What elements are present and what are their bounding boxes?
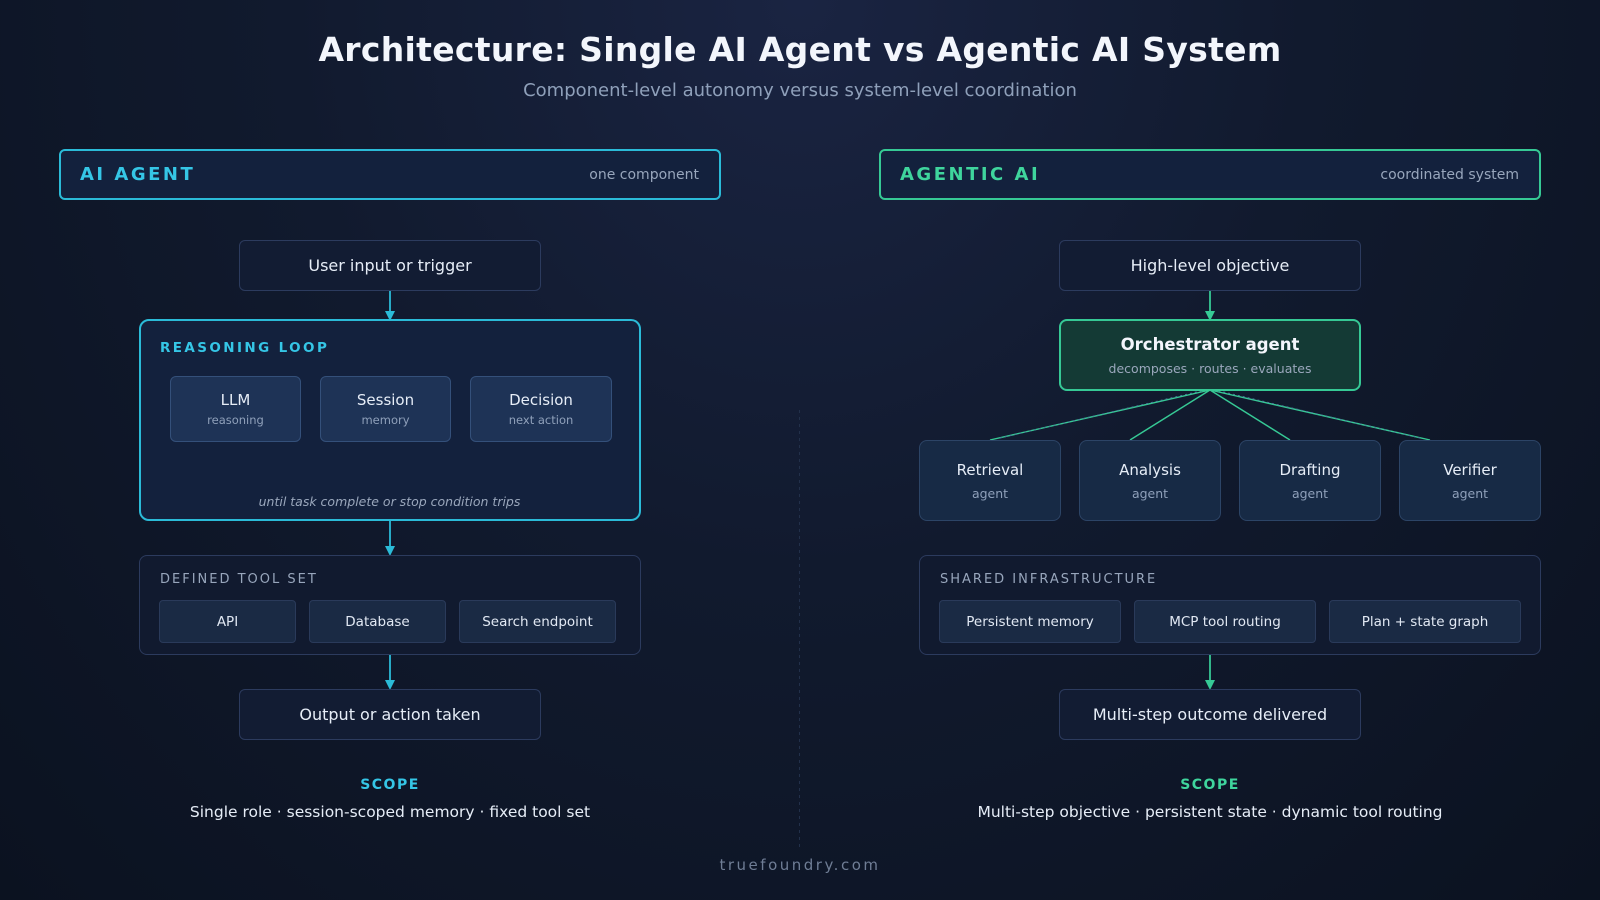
ai-agent-header-tag: one component: [589, 166, 699, 183]
agent-analysis: Analysis agent: [1079, 440, 1221, 521]
agent-drafting: Drafting agent: [1239, 440, 1381, 521]
agent-role: agent: [971, 485, 1009, 501]
tool-chip-database: Database: [309, 600, 446, 643]
page-title: Architecture: Single AI Agent vs Agentic…: [318, 30, 1282, 69]
reasoning-loop: REASONING LOOP LLM reasoning Session mem…: [139, 319, 641, 521]
multi-step-outcome-node: Multi-step outcome delivered: [1059, 689, 1361, 740]
agent-name: Retrieval: [956, 460, 1024, 479]
objective-node: High-level objective: [1059, 240, 1361, 291]
shared-infrastructure: SHARED INFRASTRUCTURE Persistent memory …: [919, 555, 1541, 655]
loop-item-decision: Decision next action: [470, 376, 612, 442]
footer-domain: truefoundry.com: [719, 856, 881, 874]
fanout-drafting: [1209, 389, 1291, 441]
loop-item-sub: memory: [361, 413, 410, 427]
agent-role: agent: [1451, 485, 1489, 501]
loop-item-main: Decision: [509, 391, 573, 409]
agentic-ai-header-name: AGENTIC AI: [900, 164, 1041, 185]
orchestrator-title: Orchestrator agent: [1120, 334, 1300, 354]
output-node: Output or action taken: [239, 689, 541, 740]
loop-stop-note: until task complete or stop condition tr…: [258, 494, 521, 509]
tool-set-label: DEFINED TOOL SET: [160, 572, 318, 587]
loop-item-sub: reasoning: [207, 413, 264, 427]
right-scope-label: SCOPE: [1180, 777, 1240, 793]
loop-item-main: Session: [356, 391, 415, 409]
agent-name: Verifier: [1443, 460, 1497, 479]
feedback-retrieval: [999, 389, 1206, 439]
user-input-node: User input or trigger: [239, 240, 541, 291]
agent-verifier: Verifier agent: [1399, 440, 1541, 521]
loop-item-main: LLM: [220, 391, 251, 409]
reasoning-loop-label: REASONING LOOP: [160, 340, 330, 356]
feedback-verifier: [1214, 389, 1421, 439]
orchestrator-fanout: [989, 389, 1431, 441]
loop-item-sub: next action: [508, 413, 574, 427]
defined-tool-set: DEFINED TOOL SET API Database Search end…: [139, 555, 641, 655]
agentic-ai-header-tag: coordinated system: [1380, 166, 1519, 183]
left-scope-label: SCOPE: [360, 777, 420, 793]
agent-name: Analysis: [1119, 460, 1181, 479]
tool-chip-search-endpoint: Search endpoint: [459, 600, 616, 643]
loop-item-llm: LLM reasoning: [170, 376, 301, 442]
agent-retrieval: Retrieval agent: [919, 440, 1061, 521]
page-subtitle: Component-level autonomy versus system-l…: [523, 80, 1077, 101]
right-scope-text: Multi-step objective · persistent state …: [977, 803, 1443, 821]
tool-chip-api: API: [159, 600, 296, 643]
fanout-verifier: [1209, 389, 1431, 441]
agent-name: Drafting: [1279, 460, 1341, 479]
center-divider: [799, 410, 800, 850]
loop-item-session: Session memory: [320, 376, 451, 442]
orchestrator-agent: Orchestrator agent decomposes · routes ·…: [1059, 319, 1361, 391]
infra-chip-plan-state-graph: Plan + state graph: [1329, 600, 1521, 643]
ai-agent-header-name: AI AGENT: [80, 164, 196, 185]
left-scope-text: Single role · session-scoped memory · fi…: [189, 803, 591, 821]
agent-role: agent: [1131, 485, 1169, 501]
orchestrator-sub: decomposes · routes · evaluates: [1108, 360, 1312, 376]
agentic-ai-header: AGENTIC AI coordinated system: [879, 149, 1541, 200]
fanout-retrieval: [989, 389, 1211, 441]
agent-role: agent: [1291, 485, 1329, 501]
orchestrator-feedback: [999, 389, 1421, 439]
infra-label: SHARED INFRASTRUCTURE: [940, 572, 1158, 587]
infra-chip-mcp-tool-routing: MCP tool routing: [1134, 600, 1316, 643]
ai-agent-header: AI AGENT one component: [59, 149, 721, 200]
fanout-analysis: [1129, 389, 1211, 441]
infra-chip-persistent-memory: Persistent memory: [939, 600, 1121, 643]
